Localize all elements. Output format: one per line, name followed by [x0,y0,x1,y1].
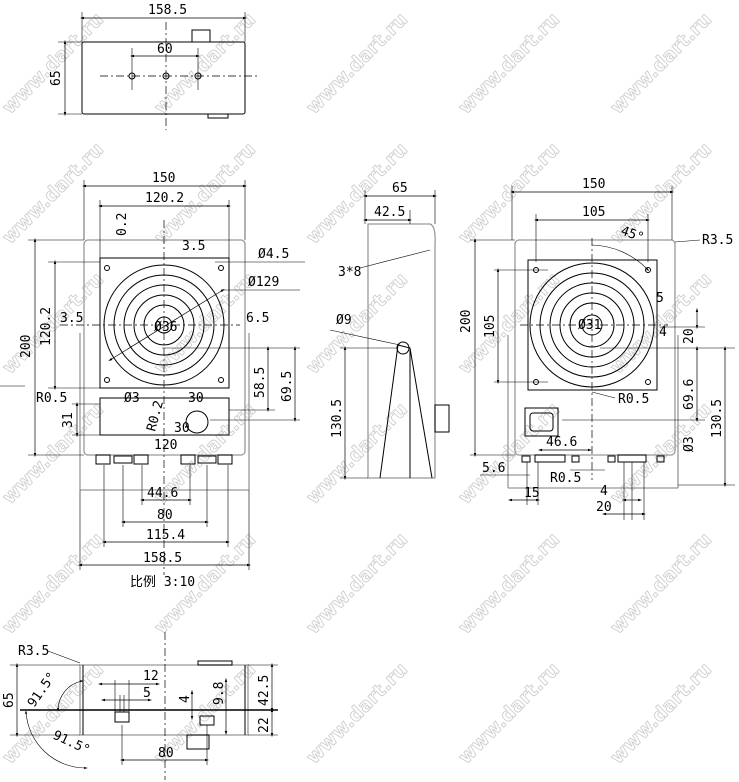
dim-bottom-65: 65 [2,692,17,708]
front-view: 150 120.2 0.2 3.5 Ø4.5 Ø129 3.5 Ø36 6.5 … [0,171,305,590]
connector [114,711,130,723]
rear-body-outline [514,239,676,456]
dim-120: 120 [154,438,177,453]
dim-0-2: 0.2 [115,213,130,236]
side-knob [434,404,450,433]
scale-label: 比例 3:10 [130,575,195,590]
dim-44-6: 44.6 [147,486,178,501]
top-body-outline [81,41,246,115]
fan-grille-frame [99,257,230,389]
dim-dia-9: Ø9 [336,313,352,328]
dim-dia-129: Ø129 [248,275,279,290]
dim-69-5: 69.5 [280,371,295,402]
dim-grille-width: 120.2 [145,191,184,206]
dim-20-vert: 20 [682,328,697,344]
side-body-outline [367,223,436,479]
dim-rear-height: 200 [459,310,474,333]
dim-31: 31 [61,412,76,428]
dim-angle-91-5-b: 91.5° [50,728,92,758]
dim-front-width: 150 [152,171,175,186]
dim-9-8: 9.8 [212,682,227,705]
dim-r3-5: R3.5 [702,233,733,248]
dim-dia-4-5: Ø4.5 [258,247,289,262]
dim-105-vert: 105 [483,315,498,338]
dim-3-5-left: 3.5 [60,311,83,326]
dim-6-5: 6.5 [246,311,269,326]
rear-bottom-connectors [521,454,665,463]
dim-22: 22 [257,717,272,733]
top-tab [191,29,211,43]
knob-hole [185,410,209,434]
dim-158-5: 158.5 [143,551,182,566]
dim-angle-91-5-a: 91.5° [25,670,60,711]
dim-5-bottom: 5 [143,686,151,701]
dim-3-5-top: 3.5 [182,239,205,254]
dim-dia-36: Ø36 [154,320,177,335]
dim-side-depth: 65 [392,181,408,196]
dim-42-5-bottom: 42.5 [257,675,272,706]
dim-58-5: 58.5 [253,367,268,398]
top-view: 158.5 60 65 [49,3,260,130]
dim-20-rear: 20 [596,500,612,515]
dim-69-6: 69.6 [682,379,697,410]
dim-115-4: 115.4 [146,528,185,543]
power-inlet-socket [529,412,554,432]
dim-30-b: 30 [174,421,190,436]
dim-4-rear: 4 [600,484,608,499]
dim-46-6: 46.6 [546,435,577,450]
dim-42-5: 42.5 [374,205,405,220]
dim-15: 15 [524,486,540,501]
dim-r0-5: R0.5 [36,391,67,406]
dim-hole-spacing: 60 [157,42,173,57]
rear-view: 150 105 45° R3.5 200 105 5 Ø31 4 20 R0.5… [459,177,735,520]
bottom-tab [207,113,229,119]
dim-grille-height: 120.2 [39,307,54,346]
dim-105-horiz: 105 [582,205,605,220]
dim-5: 5 [656,291,664,306]
dim-dia-3: Ø3 [124,391,140,406]
mount-hole [162,72,170,80]
dim-r0-5-a: R0.5 [618,392,649,407]
dim-rear-width: 150 [582,177,605,192]
bottom-connectors [95,454,233,465]
dim-4-bottom: 4 [178,695,193,703]
dim-side-130-5: 130.5 [330,399,345,438]
dim-top-depth: 65 [49,70,64,86]
dim-5-6: 5.6 [482,461,505,476]
dim-4: 4 [659,325,667,340]
dim-80-bottom: 80 [158,746,174,761]
dim-r0-5-b: R0.5 [550,471,581,486]
connector [199,715,215,726]
side-bracket [379,344,433,479]
dim-45-deg: 45° [619,224,646,246]
control-panel [99,397,230,436]
dim-rear-130-5: 130.5 [710,399,725,438]
dim-screw-3x8: 3*8 [338,265,361,280]
front-body-outline [83,239,246,456]
dim-r0-2: R0.2 [144,399,167,433]
dim-80: 80 [157,508,173,523]
dim-30-a: 30 [188,391,204,406]
bottom-view: R3.5 91.5° 91.5° 65 12 5 4 9.8 42.5 22 8… [2,632,278,780]
dim-dia-3-rear: Ø3 [682,436,697,452]
dim-bottom-r3-5: R3.5 [18,644,49,659]
dim-dia-31: Ø31 [578,318,601,333]
side-view: 65 42.5 3*8 Ø9 130.5 [329,181,450,481]
dim-12: 12 [143,669,159,684]
dim-front-height: 200 [19,335,34,358]
pivot-screw [396,341,410,355]
power-inlet [524,407,559,437]
dim-top-width: 158.5 [148,3,187,18]
